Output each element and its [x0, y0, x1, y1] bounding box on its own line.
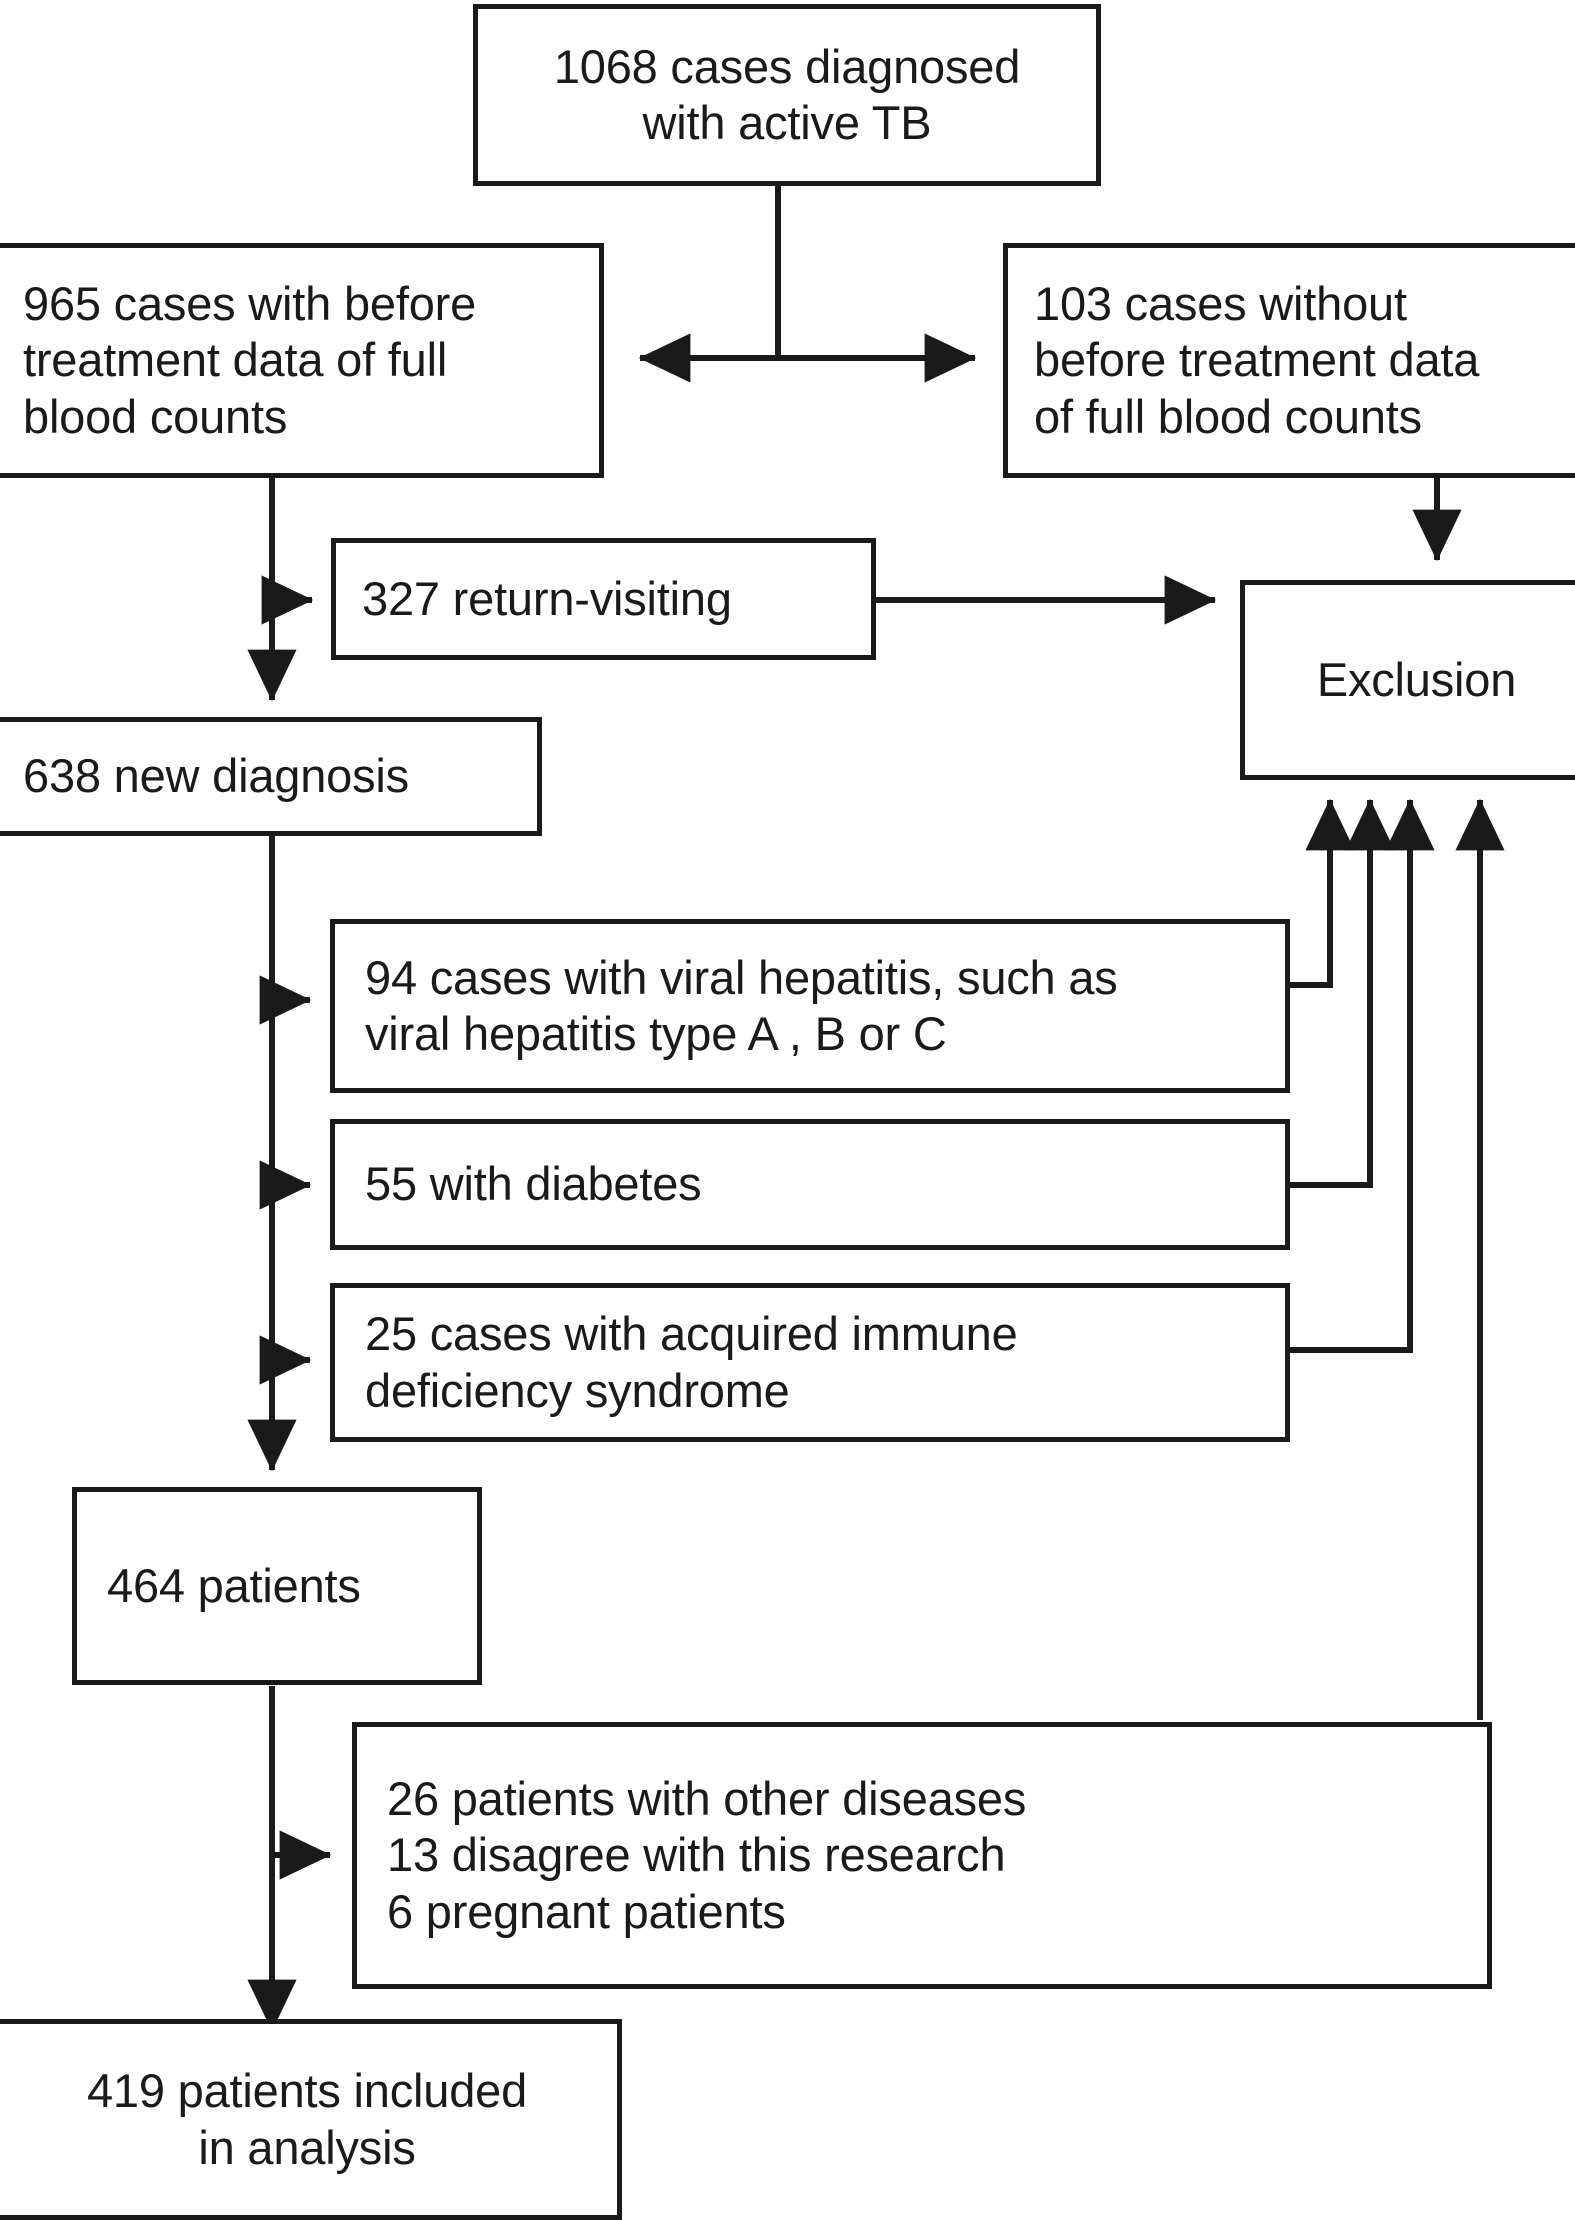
node-total-cases[interactable]: 1068 cases diagnosed with active TB: [473, 4, 1101, 186]
node-return-visiting[interactable]: 327 return-visiting: [331, 538, 876, 660]
edge-aids-to-exclusion: [1288, 798, 1435, 1353]
node-other-exclusion-reasons[interactable]: 26 patients with other diseases 13 disag…: [352, 1722, 1492, 1989]
edge-hepatitis-to-exclusion: [1288, 798, 1355, 988]
node-with-before-treatment-data[interactable]: 965 cases with before treatment data of …: [0, 243, 604, 478]
node-included-in-analysis[interactable]: 419 patients included in analysis: [0, 2019, 622, 2220]
node-without-before-treatment-data[interactable]: 103 cases without before treatment data …: [1003, 243, 1575, 478]
node-464-patients[interactable]: 464 patients: [72, 1487, 482, 1685]
node-diabetes[interactable]: 55 with diabetes: [330, 1119, 1290, 1250]
node-new-diagnosis[interactable]: 638 new diagnosis: [0, 717, 542, 836]
node-viral-hepatitis[interactable]: 94 cases with viral hepatitis, such as v…: [330, 919, 1290, 1093]
node-aids[interactable]: 25 cases with acquired immune deficiency…: [330, 1283, 1290, 1442]
node-exclusion[interactable]: Exclusion: [1240, 580, 1575, 780]
edge-diabetes-to-exclusion: [1288, 798, 1395, 1188]
